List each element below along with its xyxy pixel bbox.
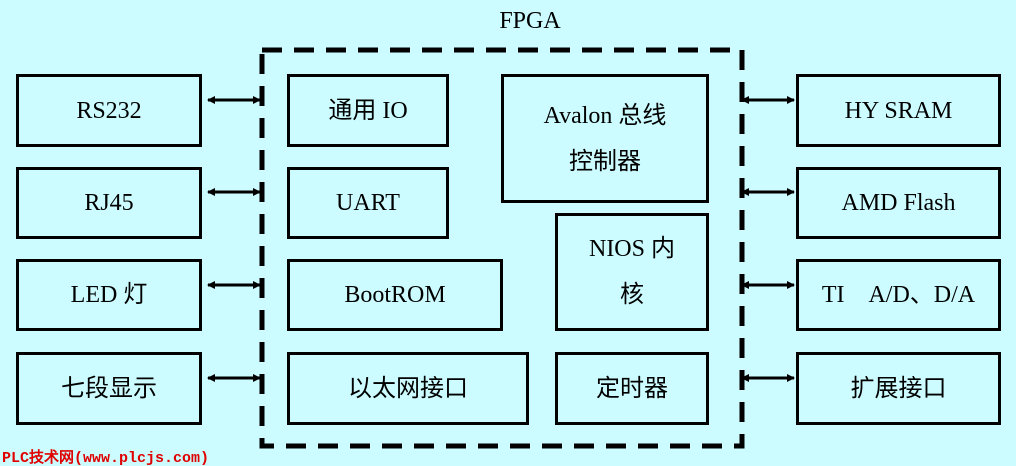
fpga-boundary — [259, 47, 745, 449]
fpga-label: FPGA — [499, 8, 561, 34]
rj45-box: RJ45 — [16, 167, 202, 239]
nios-box: NIOS 内核 — [555, 213, 709, 331]
ethernet-box: 以太网接口 — [287, 352, 529, 425]
gpio-box: 通用 IO — [287, 74, 449, 147]
sram-box: HY SRAM — [796, 74, 1001, 147]
bootrom-box: BootROM — [287, 259, 503, 331]
avalon-box: Avalon 总线控制器 — [501, 74, 709, 203]
uart-box: UART — [287, 167, 449, 239]
timer-box: 定时器 — [555, 352, 709, 425]
seven-segment-box: 七段显示 — [16, 352, 202, 425]
watermark: PLC技术网(www.plcjs.com) — [2, 450, 210, 466]
rs232-box: RS232 — [16, 74, 202, 147]
led-box: LED 灯 — [16, 259, 202, 331]
flash-box: AMD Flash — [796, 167, 1001, 239]
adda-box: TI A/D、D/A — [796, 259, 1001, 331]
expansion-box: 扩展接口 — [796, 352, 1001, 425]
